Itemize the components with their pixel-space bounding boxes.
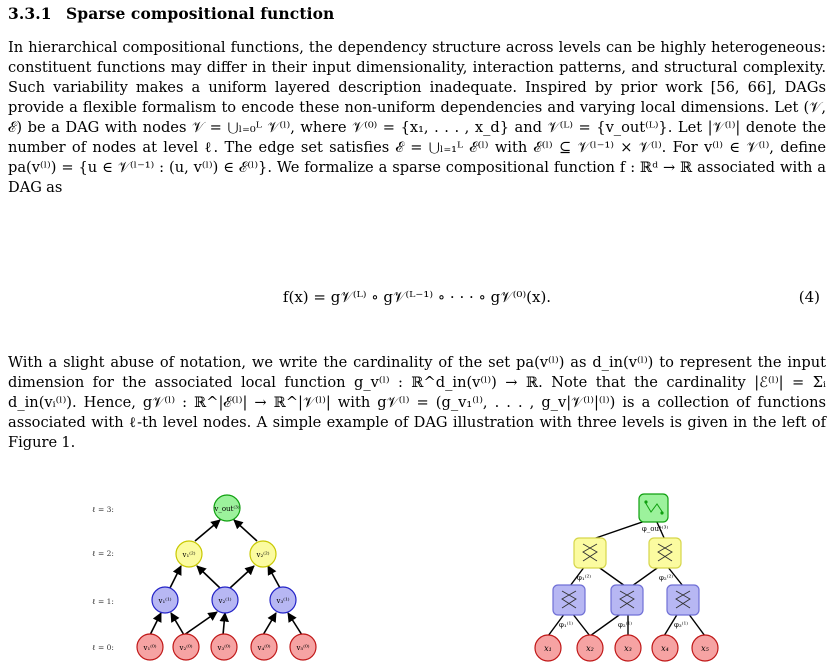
phi1-1-box: φ₁⁽¹⁾ (552, 584, 586, 629)
phi1-2-box: φ₁⁽²⁾ (573, 537, 607, 582)
node-v2-1: v₂⁽¹⁾ (211, 586, 239, 614)
equation-number: (4) (798, 288, 820, 306)
phi-label: φ₃⁽¹⁾ (674, 620, 688, 629)
phi2-2-box: φ₂⁽²⁾ (648, 537, 682, 582)
input-label: x₅ (701, 644, 710, 653)
node-label: v₃⁽¹⁾ (275, 596, 289, 605)
node-label: v₃⁽⁰⁾ (216, 643, 230, 652)
node-v3-1: v₃⁽¹⁾ (269, 586, 297, 614)
input-x1: x₁ (534, 634, 562, 662)
node-v4-0: v₄⁽⁰⁾ (250, 633, 278, 661)
right-input-nodes: x₁ x₂ x₃ x₄ x₅ (534, 634, 719, 662)
level-label-1: ℓ = 1: (92, 597, 114, 606)
input-label: x₄ (661, 644, 669, 653)
left-dag-edges (149, 519, 303, 636)
phi3-1-box: φ₃⁽¹⁾ (666, 584, 700, 629)
phi-out-3-box: φ_out⁽³⁾ (638, 493, 669, 533)
node-v-out-3: v_out⁽³⁾ (213, 494, 241, 522)
level-label-0: ℓ = 0: (92, 643, 114, 652)
equation-body: f(x) = g𝒱⁽ᴸ⁾ ∘ g𝒱⁽ᴸ⁻¹⁾ ∘ · · · ∘ g𝒱⁽⁰⁾(x… (282, 288, 552, 306)
right-network-edges (547, 519, 706, 637)
phi-label: φ₁⁽¹⁾ (559, 620, 573, 629)
node-label: v₂⁽²⁾ (255, 550, 269, 559)
right-network-nodes: φ_out⁽³⁾ φ₁⁽²⁾ φ₂⁽²⁾ φ₁⁽¹⁾ φ₂⁽¹⁾ (552, 493, 700, 629)
node-label: v₁⁽⁰⁾ (142, 643, 156, 652)
node-label: v_out⁽³⁾ (213, 504, 240, 513)
node-v3-0: v₃⁽⁰⁾ (210, 633, 238, 661)
input-x2: x₂ (576, 634, 604, 662)
node-label: v₁⁽²⁾ (181, 550, 195, 559)
section-number: 3.3.1 (8, 4, 52, 23)
node-v1-2: v₁⁽²⁾ (175, 540, 203, 568)
node-v2-0: v₂⁽⁰⁾ (172, 633, 200, 661)
phi2-1-box: φ₂⁽¹⁾ (610, 584, 644, 629)
node-label: v₄⁽⁰⁾ (256, 643, 270, 652)
level-labels: ℓ = 3: ℓ = 2: ℓ = 1: ℓ = 0: (92, 505, 114, 652)
input-label: x₂ (586, 644, 594, 653)
input-label: x₁ (544, 644, 552, 653)
phi-label: φ₂⁽¹⁾ (618, 620, 632, 629)
node-label: v₂⁽¹⁾ (217, 596, 231, 605)
phi-label: φ₂⁽²⁾ (659, 573, 673, 582)
section-title: Sparse compositional function (66, 4, 335, 23)
paragraph-1: In hierarchical compositional functions,… (8, 39, 826, 196)
node-label: v₅⁽⁰⁾ (295, 643, 309, 652)
input-x5: x₅ (691, 634, 719, 662)
input-x3: x₃ (614, 634, 642, 662)
section-heading: 3.3.1 Sparse compositional function (8, 4, 334, 23)
node-label: v₂⁽⁰⁾ (178, 643, 192, 652)
phi-label: φ₁⁽²⁾ (577, 573, 591, 582)
phi-label: φ_out⁽³⁾ (642, 524, 668, 533)
node-label: v₁⁽¹⁾ (157, 596, 171, 605)
left-dag-nodes: v_out⁽³⁾ v₁⁽²⁾ v₂⁽²⁾ v₁⁽¹⁾ v₂⁽¹⁾ v₃⁽¹⁾ (136, 494, 317, 661)
paragraph-2: With a slight abuse of notation, we writ… (8, 354, 826, 451)
figure-1: ℓ = 3: ℓ = 2: ℓ = 1: ℓ = 0: v_out⁽³⁾ (92, 493, 719, 662)
level-label-3: ℓ = 3: (92, 505, 114, 514)
input-x4: x₄ (651, 634, 679, 662)
level-label-2: ℓ = 2: (92, 549, 114, 558)
input-label: x₃ (624, 644, 632, 653)
node-v1-1: v₁⁽¹⁾ (151, 586, 179, 614)
equation-4: f(x) = g𝒱⁽ᴸ⁾ ∘ g𝒱⁽ᴸ⁻¹⁾ ∘ · · · ∘ g𝒱⁽⁰⁾(x… (8, 286, 826, 308)
node-v2-2: v₂⁽²⁾ (249, 540, 277, 568)
node-v1-0: v₁⁽⁰⁾ (136, 633, 164, 661)
node-v5-0: v₅⁽⁰⁾ (289, 633, 317, 661)
